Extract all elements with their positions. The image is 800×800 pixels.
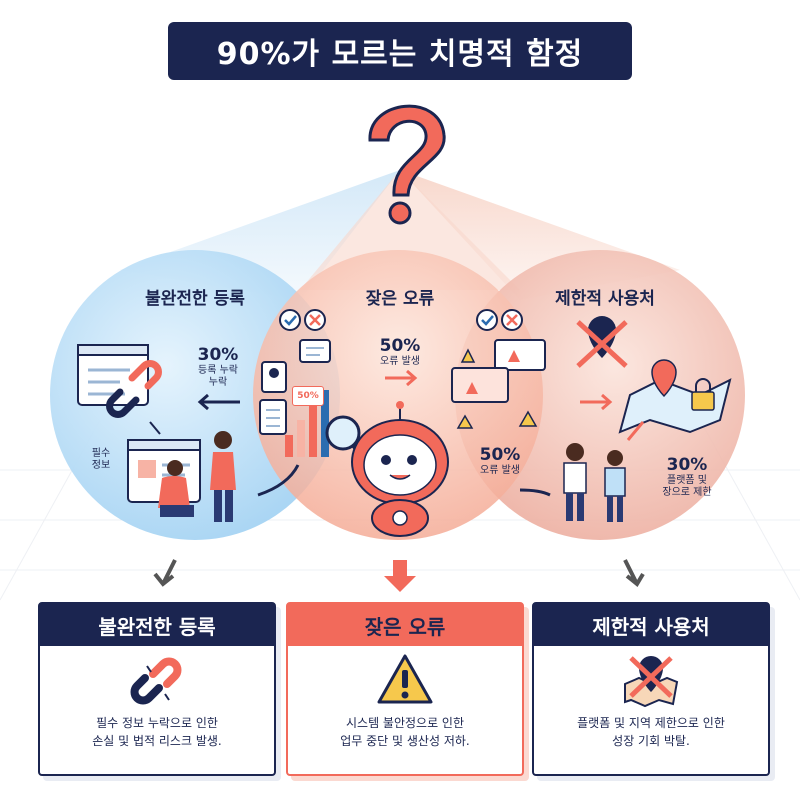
cross-icon — [304, 309, 326, 331]
stat-line: 플랫폼 및 — [667, 475, 707, 486]
check-icon — [279, 309, 301, 331]
browser-window-icon — [77, 344, 149, 406]
stat-line: 오류 발생 — [380, 356, 420, 367]
card-text-line: 시스템 불안정으로 인한 — [345, 716, 465, 730]
check-icon-right — [476, 309, 498, 331]
card-text-line: 손실 및 법적 리스크 발생. — [92, 734, 222, 748]
circle-label-limited: 제한적 사용처 — [555, 289, 655, 309]
arrow-curve-icon-2 — [519, 488, 551, 497]
broken-link-icon — [130, 657, 182, 705]
card-text-line: 플랫폼 및 지역 제한으로 인한 — [577, 716, 725, 730]
arrow-left-icon — [197, 393, 240, 411]
card-text-line: 성장 기회 박탈. — [612, 734, 690, 748]
card-description: 플랫폼 및 지역 제한으로 인한 성장 기회 박탈. — [534, 714, 768, 750]
stat-value: 30% — [666, 455, 708, 475]
confused-woman — [604, 450, 626, 522]
card-header: 제한적 사용처 — [534, 604, 768, 646]
page-title: 90%가 모르는 치명적 함정 — [168, 22, 632, 80]
circle-limited-usage — [455, 250, 745, 540]
stat-value: 50% — [479, 445, 521, 465]
side-note-required-info: 필수 정보 — [86, 448, 116, 472]
stat-line: 등록 누락 — [198, 365, 238, 376]
stat-line: 장으로 제한 — [662, 487, 712, 498]
side-note-line: 정보 — [91, 460, 111, 471]
question-mark-icon — [368, 104, 446, 225]
card-description: 시스템 불안정으로 인한 업무 중단 및 생산성 저하. — [288, 714, 522, 750]
arrow-down-left — [153, 559, 177, 587]
card-header: 잦은 오류 — [288, 604, 522, 646]
circle-incomplete-registration — [50, 250, 340, 540]
stat-line: 오류 발생 — [480, 465, 520, 476]
error-window-icon — [494, 339, 546, 371]
chat-bubble-icon — [299, 339, 331, 363]
circle-label-incomplete: 불완전한 등록 — [145, 289, 245, 309]
side-note-line: 필수 — [91, 448, 111, 459]
stat-incomplete: 30% 등록 누락 누락 — [188, 345, 248, 389]
card-limited-usage: 제한적 사용처 플랫폼 및 지역 제한으로 인한 성장 기회 박탈. — [532, 602, 770, 776]
card-incomplete-registration: 불완전한 등록 필수 정보 누락으로 인한 손실 및 법적 리스크 발생. — [38, 602, 276, 776]
stat-errors-right: 50% 오류 발생 — [470, 445, 530, 477]
arrow-right-icon — [385, 369, 418, 387]
arrow-curve-icon — [257, 464, 300, 497]
chart-chip: 50% — [292, 386, 324, 406]
card-text-line: 업무 중단 및 생산성 저하. — [340, 734, 470, 748]
stat-value: 30% — [197, 345, 239, 365]
warning-triangles — [456, 348, 538, 429]
broken-chain-icon — [106, 360, 162, 418]
arrow-down-small — [149, 421, 161, 435]
warning-icon — [377, 654, 433, 704]
stressed-person-sitting — [158, 460, 194, 517]
restricted-map-icon — [624, 656, 679, 708]
stat-errors: 50% 오류 발생 — [370, 336, 430, 368]
stressed-person-standing — [210, 431, 236, 522]
card-description: 필수 정보 누락으로 인한 손실 및 법적 리스크 발생. — [40, 714, 274, 750]
arrow-right-icon-2 — [580, 393, 613, 411]
error-window-icon-2 — [451, 367, 509, 403]
bar-chart-icon — [285, 390, 329, 457]
arrow-down-right — [623, 559, 645, 587]
map-lock-icon — [618, 359, 732, 434]
card-text-line: 필수 정보 누락으로 인한 — [96, 716, 218, 730]
arrow-up-icon — [626, 421, 645, 441]
stat-line: 누락 — [208, 377, 228, 388]
stat-limited: 30% 플랫폼 및 장으로 제한 — [652, 455, 722, 499]
circle-label-errors: 잦은 오류 — [365, 289, 435, 309]
cross-icon-right — [501, 309, 523, 331]
card-frequent-errors: 잦은 오류 시스템 불안정으로 인한 업무 중단 및 생산성 저하. — [286, 602, 524, 776]
card-header: 불완전한 등록 — [40, 604, 274, 646]
arrow-down-center — [384, 560, 416, 592]
checklist-icon — [259, 399, 287, 435]
stat-value: 50% — [379, 336, 421, 356]
robot-mascot — [351, 401, 449, 537]
profile-card-icon — [261, 361, 287, 393]
confused-man — [563, 443, 587, 521]
restricted-pin-icon — [576, 316, 628, 368]
